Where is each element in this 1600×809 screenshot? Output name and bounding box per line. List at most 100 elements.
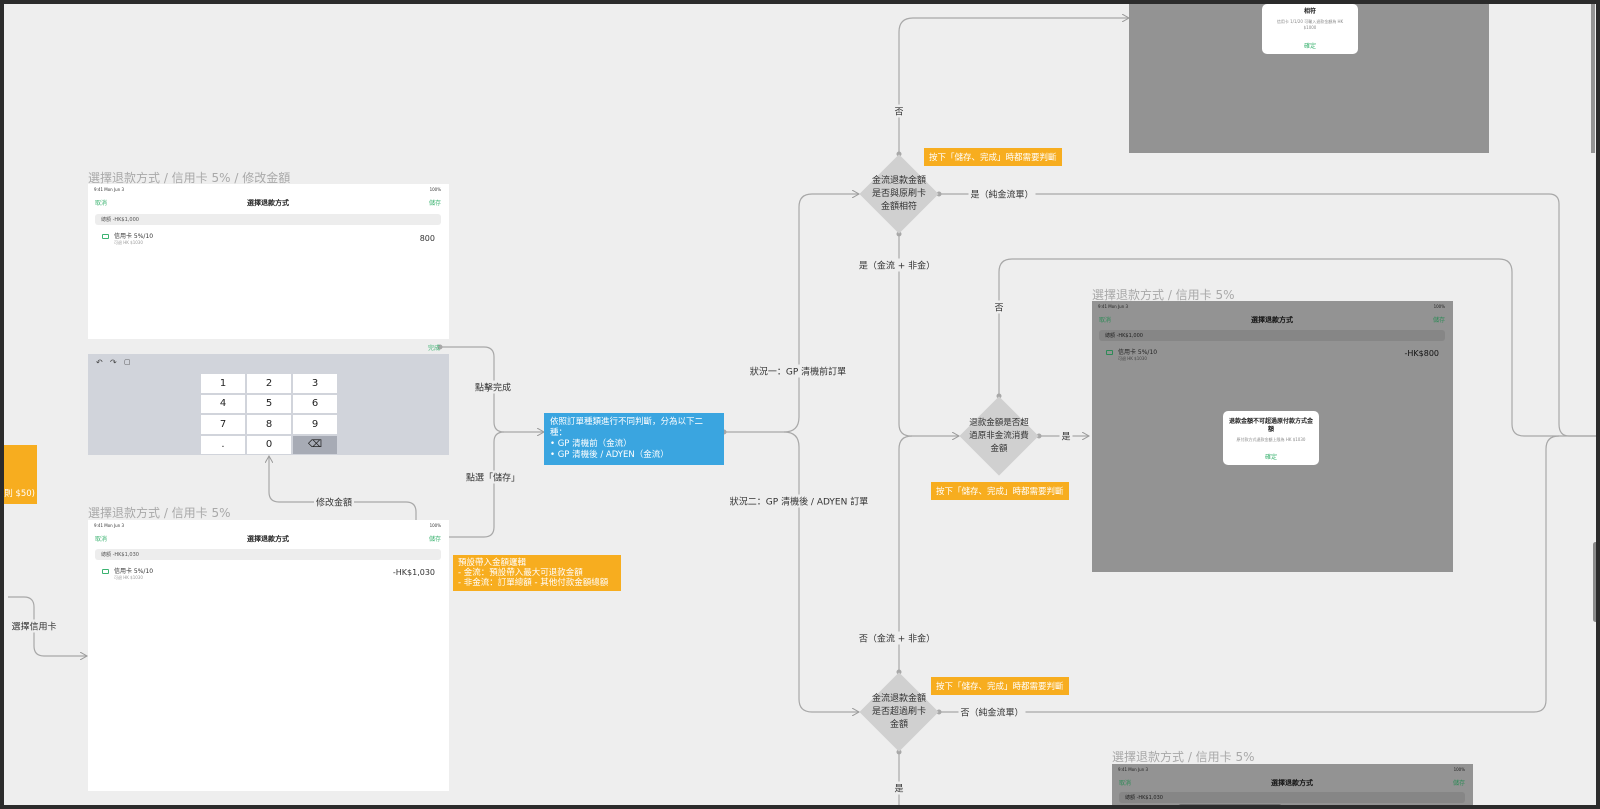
keypad-key[interactable]: 6	[292, 393, 338, 414]
decision-exceed-card: 金流退款金額 是否超過刷卡 金額	[859, 672, 939, 752]
screen-edit-amount: 9:41 Mon Jun 3 100% 取消 選擇退款方式 儲存 總額 -HK$…	[88, 184, 449, 339]
nav-save-button[interactable]: 儲存	[1432, 317, 1445, 324]
credit-card-icon	[102, 234, 109, 239]
keypad-key[interactable]: 4	[200, 393, 246, 414]
connector-case2	[783, 431, 859, 712]
nav-cancel-button[interactable]: 取消	[1099, 317, 1112, 324]
connector-d1-yes-pure	[939, 193, 1596, 437]
total-bar: 總額 -HK$1,030	[95, 549, 441, 560]
nav-title: 選擇退款方式	[1251, 316, 1293, 324]
card-sub: 可退 HK $1030	[114, 240, 143, 245]
order-type-note: 依照訂單種類進行不同判斷，分為以下二種： • GP 清機前（金流） • GP 清…	[544, 413, 724, 465]
nav-cancel-button[interactable]: 取消	[95, 200, 108, 207]
keypad-key[interactable]: 3	[292, 373, 338, 394]
edge-label-d3-no-mixed: 否（金流 + 非金）	[856, 631, 938, 645]
frame-title-overpay: 選擇退款方式 / 信用卡 5%	[1092, 288, 1235, 302]
status-battery: 100%	[1433, 304, 1445, 309]
edge-label-d2-no: 否	[992, 300, 1006, 314]
screen-bottom-dimmed: 9:41 Mon Jun 3 100% 取消 選擇退款方式 儲存 總額 -HK$…	[1112, 764, 1473, 805]
connector-d1-no	[898, 18, 1129, 154]
status-time: 9:41 Mon Jun 3	[94, 187, 125, 192]
keypad-key[interactable]: 5	[246, 393, 292, 414]
amount-input[interactable]: 800	[419, 234, 435, 243]
credit-card-icon	[102, 569, 109, 574]
frame-title-credit-card: 選擇退款方式 / 信用卡 5%	[88, 506, 231, 520]
screen-overpay-dimmed: 9:41 Mon Jun 3 100% 取消 選擇退款方式 儲存 總額 -HK$…	[1092, 301, 1453, 572]
keyboard-done-button[interactable]: 完成	[428, 345, 441, 352]
alert-confirm-button[interactable]: 確定	[1303, 43, 1316, 50]
amount-value[interactable]: -HK$1,030	[392, 568, 435, 577]
blue-line-0: 依照訂單種類進行不同判斷，分為以下二種：	[550, 417, 704, 438]
bottom-scroll-indicator[interactable]	[1178, 804, 1282, 805]
card-label: 信用卡 5%/10	[114, 568, 154, 575]
undo-icon[interactable]: ↶	[96, 358, 103, 367]
edge-label-select-card: 選擇信用卡	[9, 619, 59, 633]
keypad-key[interactable]: 9	[292, 414, 338, 435]
status-time: 9:41 Mon Jun 3	[1098, 304, 1129, 309]
edge-label-click-done: 點擊完成	[472, 380, 514, 394]
nav-cancel-button[interactable]: 取消	[95, 536, 108, 543]
status-time: 9:41 Mon Jun 3	[94, 523, 125, 528]
preset-line-0: 預設帶入金額邏輯	[458, 558, 527, 568]
nav-title: 選擇退款方式	[247, 535, 289, 543]
decision-exceed-non-payment: 退款金額是否超 過原非金流消費 金額	[959, 396, 1039, 476]
decision-text: 金流退款金額 是否超過刷卡 金額	[871, 693, 926, 730]
edge-label-d2-yes: 是	[1059, 429, 1073, 443]
edge-label-modify-amount: 修改金額	[313, 495, 355, 509]
credit-card-icon	[1106, 350, 1113, 355]
status-battery: 100%	[429, 187, 441, 192]
alert-confirm-button[interactable]: 確定	[1264, 454, 1277, 461]
frame-title-bottom: 選擇退款方式 / 信用卡 5%	[1112, 750, 1255, 764]
decision-amount-match: 金流退款金額 是否與原刷卡 金額相符	[859, 154, 939, 234]
paste-icon[interactable]: ▢	[124, 358, 131, 366]
keypad-key[interactable]: .	[200, 434, 246, 455]
keypad-key[interactable]: 0	[246, 434, 292, 455]
card-label: 信用卡 5%/10	[114, 233, 154, 240]
judge-note-3: 按下「儲存、完成」時都需要判斷	[931, 677, 1069, 695]
frame-title-edit-amount: 選擇退款方式 / 信用卡 5% / 修改金額	[88, 171, 291, 185]
decision-text: 金流退款金額 是否與原刷卡 金額相符	[871, 175, 926, 212]
judge-note-1: 按下「儲存、完成」時都需要判斷	[924, 148, 1062, 166]
nav-cancel-button[interactable]: 取消	[1119, 780, 1132, 787]
card-sub: 可退 HK $1030	[1118, 356, 1147, 361]
card-sub: 可退 HK $1030	[114, 575, 143, 580]
keypad-key[interactable]: 2	[246, 373, 292, 394]
vertical-scrollbar-thumb[interactable]	[1593, 542, 1596, 622]
decision-text: 退款金額是否超 過原非金流消費 金額	[969, 417, 1029, 454]
alert-top: 相符 信用卡 1/1/20 可輸入退款金額為 HK $1000 確定	[1262, 4, 1358, 54]
nav-save-button[interactable]: 儲存	[428, 200, 441, 207]
keypad-key[interactable]: 8	[246, 414, 292, 435]
redo-icon[interactable]: ↷	[110, 358, 117, 367]
edge-label-d3-no-pure: 否（純金流單）	[958, 705, 1026, 719]
orange-note-cut: 則 $50)	[4, 445, 37, 504]
total-bar: 總額 -HK$1,000	[1099, 330, 1445, 341]
alert-title: 退款金額不可超過原付款方式金額	[1229, 418, 1314, 433]
total-bar: 總額 -HK$1,000	[95, 214, 441, 225]
preset-logic-note: 預設帶入金額邏輯 - 金流：預設帶入最大可退款金額 - 非金流：訂單總額 - 其…	[453, 555, 621, 591]
alert-message: 原付款方式退款金額上限為 HK $1030	[1236, 437, 1306, 442]
screen-top-dimmed: 相符 信用卡 1/1/20 可輸入退款金額為 HK $1000 確定	[1129, 4, 1489, 153]
nav-save-button[interactable]: 儲存	[428, 536, 441, 543]
preset-line-2: - 非金流：訂單總額 - 其他付款金額總額	[458, 578, 609, 588]
connector-d3-no-mixed	[898, 435, 913, 672]
edge-label-case1: 狀況一：GP 清機前訂單	[747, 364, 849, 378]
edge-label-click-save: 點選「儲存」	[463, 470, 523, 484]
blue-line-1: • GP 清機前（金流）	[550, 439, 632, 449]
nav-title: 選擇退款方式	[1271, 779, 1313, 787]
connector-save	[440, 431, 505, 538]
connector-d2-no	[998, 258, 1596, 437]
edge-label-d1-yes-pure: 是（純金流單）	[968, 187, 1036, 201]
status-time: 9:41 Mon Jun 3	[1118, 767, 1149, 772]
alert-title: 相符	[1303, 8, 1316, 15]
frame-edge-right	[1591, 4, 1595, 153]
preset-line-1: - 金流：預設帶入最大可退款金額	[458, 568, 583, 578]
edge-label-d1-yes-mixed: 是（金流 + 非金）	[856, 258, 938, 272]
screen-credit-card: 9:41 Mon Jun 3 100% 取消 選擇退款方式 儲存 總額 -HK$…	[88, 520, 449, 791]
keypad-key[interactable]: 1	[200, 373, 246, 394]
keypad-key[interactable]: 7	[200, 414, 246, 435]
amount-value[interactable]: -HK$800	[1404, 349, 1439, 358]
backspace-key[interactable]: ⌫	[292, 434, 338, 455]
nav-save-button[interactable]: 儲存	[1452, 780, 1465, 787]
